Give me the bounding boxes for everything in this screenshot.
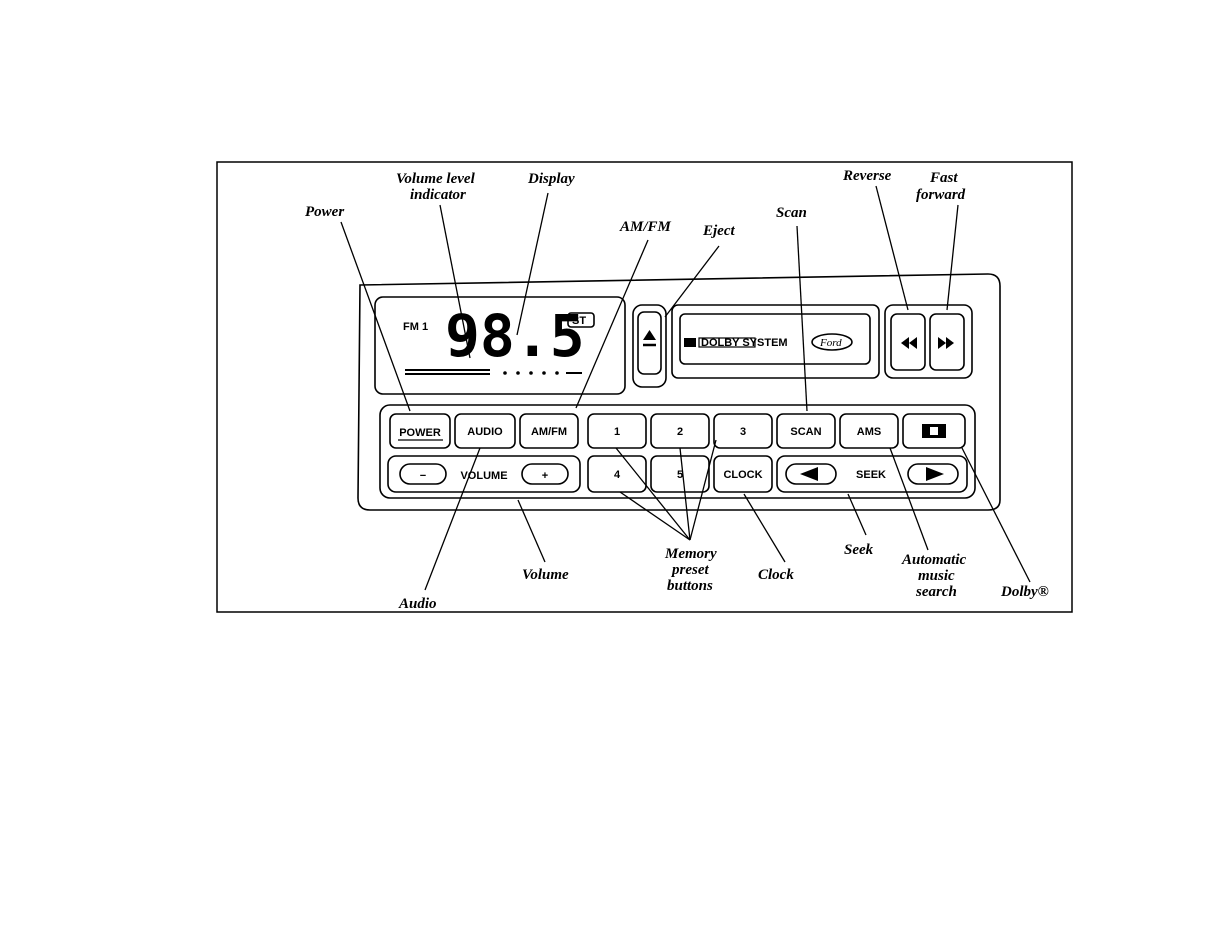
volume-level-indicator	[405, 370, 582, 375]
label-memory-3: buttons	[667, 578, 713, 594]
label-reverse: Reverse	[842, 168, 892, 184]
label-fast-forward-2: forward	[916, 187, 966, 203]
stereo-indicator: ST	[572, 315, 586, 327]
label-am-fm: AM/FM	[619, 219, 672, 235]
label-ams-3: search	[915, 584, 957, 600]
label-clock: Clock	[758, 567, 794, 583]
label-display: Display	[527, 171, 575, 187]
display-band: FM 1	[403, 321, 428, 333]
label-scan: Scan	[776, 205, 807, 221]
label-eject: Eject	[702, 223, 735, 239]
svg-text:POWER: POWER	[399, 427, 441, 439]
label-audio: Audio	[398, 596, 437, 612]
svg-text:2: 2	[677, 426, 683, 438]
svg-text:CLOCK: CLOCK	[723, 469, 762, 481]
label-ams-1: Automatic	[901, 552, 967, 568]
label-dolby: Dolby®	[1000, 584, 1049, 600]
label-fast-forward-1: Fast	[929, 170, 958, 186]
eject-button[interactable]	[638, 312, 661, 374]
label-volume: Volume	[522, 567, 569, 583]
svg-text:4: 4	[614, 469, 621, 481]
svg-text:AMS: AMS	[857, 426, 881, 438]
cassette-dolby-text: DOLBY SYSTEM	[701, 337, 788, 349]
svg-text:3: 3	[740, 426, 746, 438]
label-memory-2: preset	[670, 562, 709, 578]
label-seek: Seek	[844, 542, 874, 558]
label-volume-level-2: indicator	[410, 187, 466, 203]
ford-logo-text: Ford	[819, 337, 842, 349]
plus-icon: +	[542, 470, 548, 482]
label-power: Power	[305, 204, 344, 220]
label-volume-level-1: Volume level	[396, 171, 476, 187]
svg-text:AM/FM: AM/FM	[531, 426, 567, 438]
svg-text:1: 1	[614, 426, 620, 438]
leader-lines	[341, 186, 1030, 590]
label-ams-2: music	[918, 568, 955, 584]
dolby-logo-icon	[684, 338, 696, 347]
minus-icon: −	[420, 470, 426, 482]
svg-text:SCAN: SCAN	[790, 426, 821, 438]
label-memory-1: Memory	[664, 546, 717, 562]
dolby-icon	[922, 424, 946, 438]
svg-text:AUDIO: AUDIO	[467, 426, 503, 438]
seek-label: SEEK	[856, 469, 886, 481]
